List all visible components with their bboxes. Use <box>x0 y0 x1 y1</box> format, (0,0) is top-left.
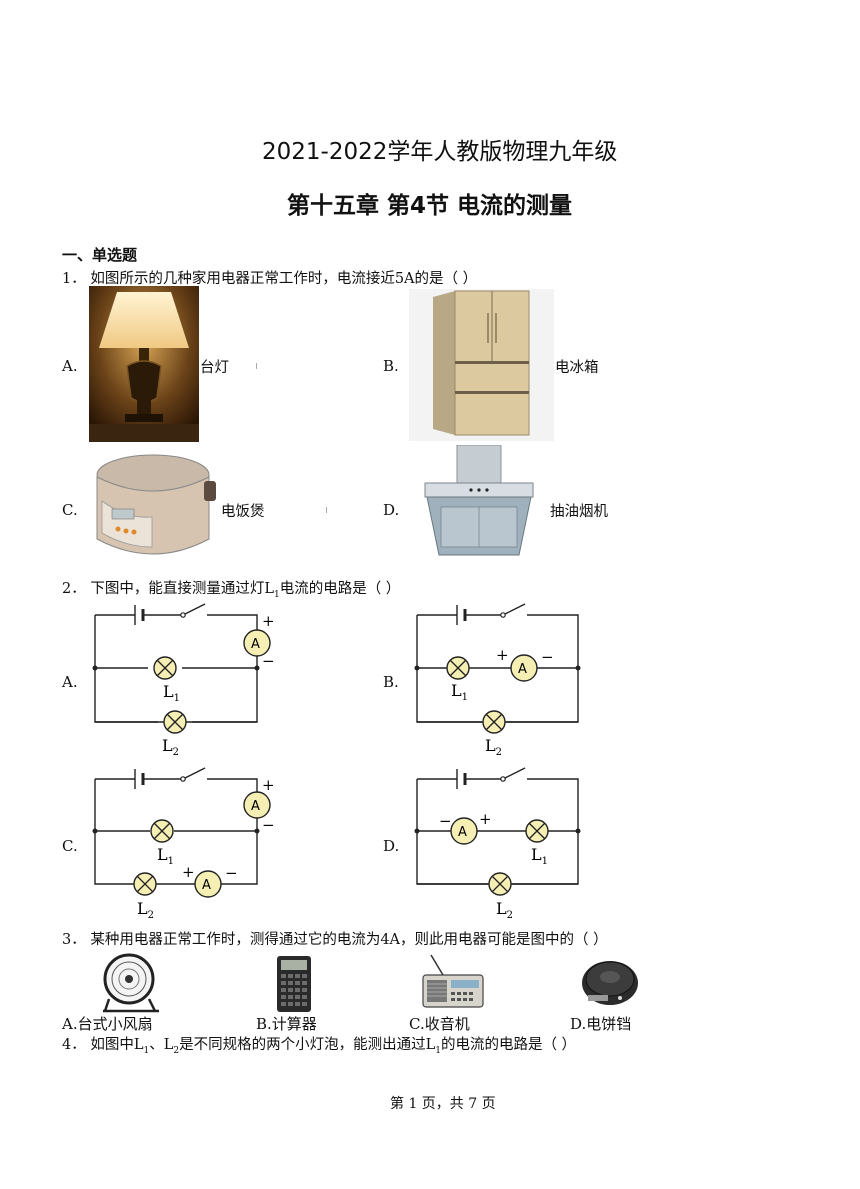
q4-sub: 1 <box>435 1045 441 1056</box>
page-footer: 第 1 页，共 7 页 <box>390 1096 496 1112</box>
q4-text-part: 是不同规格的两个小灯泡，能测出通过L <box>179 1037 436 1053</box>
circuit-d-diagram: A − + L1 L2 <box>414 767 581 921</box>
q1-option-d-label: 抽油烟机 <box>550 504 608 520</box>
q4-text-part: 、L <box>149 1037 174 1053</box>
question-3-text: 3． 某种用电器正常工作时，测得通过它的电流为4A，则此用电器可能是图中的（ ） <box>62 932 608 948</box>
q2-option-b-letter: B. <box>383 673 399 691</box>
refrigerator-image <box>409 289 554 441</box>
svg-text:−: − <box>439 812 452 830</box>
q2-text-post: 电流的电路是（ ） <box>279 581 401 597</box>
q2-text-sub: 1 <box>273 589 280 600</box>
q2-text-pre: 2． 下图中，能直接测量通过灯L <box>62 581 274 597</box>
q1-option-d-letter: D. <box>383 501 400 519</box>
svg-text:−: − <box>262 652 275 670</box>
q1-option-a-label: 台灯 <box>200 360 229 376</box>
circuit-a-diagram: A + − L1 L2 <box>92 603 275 758</box>
desk-fan-image <box>103 953 159 1013</box>
svg-text:L1: L1 <box>157 845 174 867</box>
svg-text:L1: L1 <box>163 682 180 704</box>
q3-option-a: A.台式小风扇 <box>62 1015 153 1033</box>
electric-baking-pan-image <box>582 961 638 1005</box>
svg-text:+: + <box>479 810 492 828</box>
question-1-text: 1． 如图所示的几种家用电器正常工作时，电流接近5A的是（ ） <box>62 271 478 287</box>
q3-option-c: C.收音机 <box>409 1015 470 1033</box>
svg-text:L2: L2 <box>162 736 179 758</box>
svg-text:+: + <box>262 776 275 794</box>
range-hood-image <box>409 445 549 571</box>
svg-text:L2: L2 <box>137 899 154 921</box>
circuit-b-diagram: A + − L1 L2 <box>414 603 581 758</box>
q1-option-c-letter: C. <box>62 501 78 519</box>
rice-cooker-image <box>86 447 220 572</box>
calculator-image <box>277 956 311 1012</box>
q2-option-d-letter: D. <box>383 837 400 855</box>
svg-text:L2: L2 <box>485 736 502 758</box>
q4-sub: 2 <box>173 1045 180 1056</box>
image-mark <box>326 507 327 513</box>
q2-option-c-letter: C. <box>62 837 78 855</box>
ammeter-label: A <box>251 637 260 652</box>
ammeter-label: A <box>518 662 527 677</box>
question-2-text: 2． 下图中，能直接测量通过灯L1电流的电路是（ ） <box>62 577 400 600</box>
ammeter-label: A <box>251 799 260 814</box>
q1-option-c-label: 电饭煲 <box>221 504 265 520</box>
image-mark <box>256 363 257 369</box>
radio-image <box>422 954 484 1008</box>
document-subtitle: 第十五章 第4节 电流的测量 <box>287 193 573 219</box>
q1-option-b-label: 电冰箱 <box>555 360 599 376</box>
q4-text-part: 4． 如图中L <box>62 1037 144 1053</box>
table-lamp-image <box>89 286 199 442</box>
svg-text:L1: L1 <box>451 681 468 703</box>
q4-sub: 1 <box>143 1045 150 1056</box>
svg-text:−: − <box>225 864 238 882</box>
document-title: 2021-2022学年人教版物理九年级 <box>262 139 618 165</box>
svg-text:+: + <box>496 646 509 664</box>
circuit-c-diagram: A A + − + − L1 L2 <box>92 767 275 921</box>
q2-option-a-letter: A. <box>62 673 78 691</box>
q1-option-b-letter: B. <box>383 357 399 375</box>
svg-text:L1: L1 <box>531 845 548 867</box>
svg-text:−: − <box>262 816 275 834</box>
ammeter-label: A <box>202 878 211 893</box>
question-4-text: 4． 如图中L1、L2是不同规格的两个小灯泡，能测出通过L1的电流的电路是（ ） <box>62 1033 576 1056</box>
q4-text-part: 的电流的电路是（ ） <box>440 1037 577 1053</box>
ammeter-label: A <box>458 825 467 840</box>
svg-text:+: + <box>182 863 195 881</box>
svg-text:L2: L2 <box>496 899 513 921</box>
section-heading: 一、单选题 <box>62 246 138 264</box>
svg-text:+: + <box>262 612 275 630</box>
svg-text:−: − <box>541 648 554 666</box>
q3-option-d: D.电饼铛 <box>570 1015 632 1033</box>
q3-option-b: B.计算器 <box>256 1015 317 1033</box>
q1-option-a-letter: A. <box>62 357 78 375</box>
